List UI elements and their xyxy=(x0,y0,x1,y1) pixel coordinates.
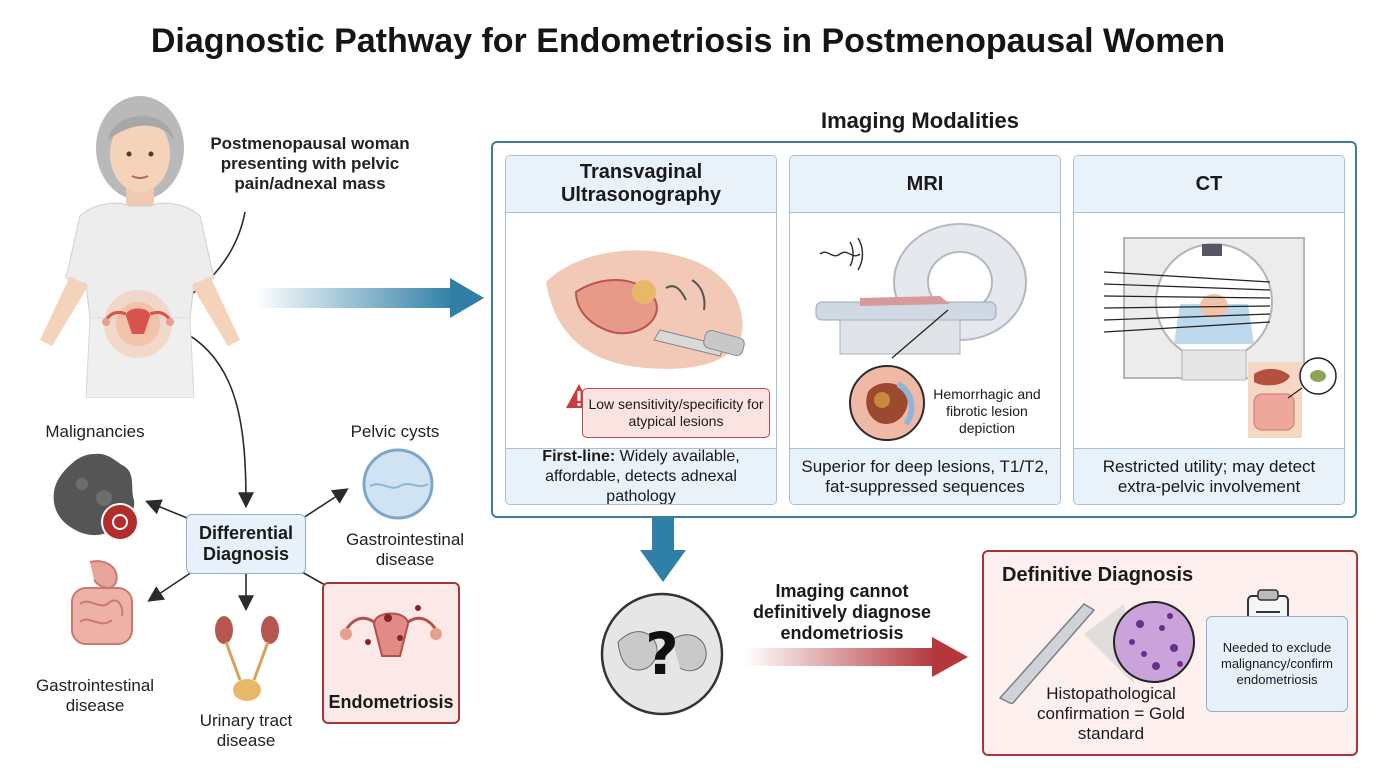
page-title: Diagnostic Pathway for Endometriosis in … xyxy=(150,22,1226,60)
mri-title: MRI xyxy=(790,156,1060,213)
imaging-limitation-label: Imaging cannot definitively diagnose end… xyxy=(752,581,932,643)
definitive-diagnosis-box: Definitive Diagnosis Histopathological c… xyxy=(982,550,1358,756)
uterus-endometriosis-icon xyxy=(340,605,442,657)
endometriosis-box: Endometriosis xyxy=(322,582,460,724)
mri-scanner-illustration xyxy=(815,223,1027,359)
differential-diagnosis-box: Differential Diagnosis xyxy=(186,514,306,574)
imaging-down-arrow xyxy=(640,518,686,582)
tvus-title: Transvaginal Ultrasonography xyxy=(506,156,776,213)
to-definitive-arrow xyxy=(745,637,968,677)
pelvic-cyst-icon xyxy=(362,448,434,520)
gi-disease-left-label: Gastrointestinal disease xyxy=(35,676,155,715)
mri-callout: Hemorrhagic and fibrotic lesion depictio… xyxy=(933,386,1041,436)
ct-foot: Restricted utility; may detect extra-pel… xyxy=(1074,448,1344,504)
definitive-heading: Definitive Diagnosis xyxy=(1002,564,1194,586)
ct-card: CT Restricted utility; may detect extra-… xyxy=(1073,155,1345,505)
intestine-icon xyxy=(71,560,133,645)
patient-to-imaging-arrow xyxy=(255,278,484,318)
imaging-heading: Imaging Modalities xyxy=(820,108,1020,133)
uncertain-diagnosis-icon: ? xyxy=(600,592,724,716)
ct-scanner-illustration xyxy=(1103,237,1305,381)
histopathology-label: Histopathological confirmation = Gold st… xyxy=(1037,684,1185,743)
ct-title: CT xyxy=(1074,156,1344,213)
mri-card: MRI Hemorrhagic and fibrotic lesion depi… xyxy=(789,155,1061,505)
urinary-tract-label: Urinary tract disease xyxy=(199,711,293,750)
mri-foot: Superior for deep lesions, T1/T2, fat-su… xyxy=(790,448,1060,504)
tvus-foot-bold: First-line: xyxy=(542,447,616,465)
imaging-panel: Transvaginal Ultrasonography Low sensiti… xyxy=(491,141,1357,518)
needed-note: Needed to exclude malignancy/confirm end… xyxy=(1206,616,1348,712)
ultrasound-illustration xyxy=(546,250,745,369)
gi-disease-right-label: Gastrointestinal disease xyxy=(345,530,465,569)
tvus-warning: Low sensitivity/specificity for atypical… xyxy=(582,388,770,438)
tvus-card: Transvaginal Ultrasonography Low sensiti… xyxy=(505,155,777,505)
pelvic-cysts-label: Pelvic cysts xyxy=(350,422,440,441)
svg-text:?: ? xyxy=(645,620,679,688)
patient-illustration xyxy=(40,96,240,398)
histology-illustration xyxy=(998,601,1195,704)
tvus-foot-text: Widely available, affordable, detects ad… xyxy=(545,447,740,505)
malignancies-label: Malignancies xyxy=(45,422,145,441)
patient-label: Postmenopausal woman presenting with pel… xyxy=(210,134,410,193)
tvus-foot: First-line: Widely available, affordable… xyxy=(506,448,776,504)
mri-lesion-magnifier xyxy=(849,365,925,441)
extra-pelvic-icon xyxy=(1248,357,1337,438)
endometriosis-label: Endometriosis xyxy=(328,692,454,712)
malignancy-icon xyxy=(53,453,139,541)
urinary-tract-icon xyxy=(215,616,279,701)
